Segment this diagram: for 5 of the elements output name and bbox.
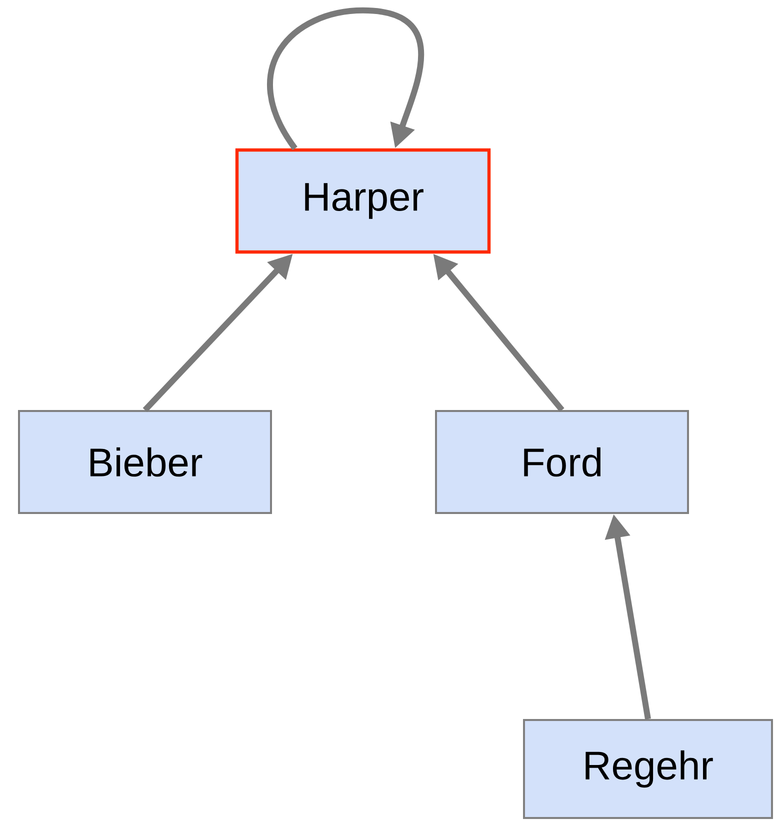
name-box: Bieber bbox=[18, 410, 272, 514]
name-box: Harper bbox=[235, 148, 491, 254]
name-box: Ford bbox=[435, 410, 689, 514]
name-box: Regehr bbox=[523, 719, 773, 819]
arrow bbox=[267, 7, 424, 150]
